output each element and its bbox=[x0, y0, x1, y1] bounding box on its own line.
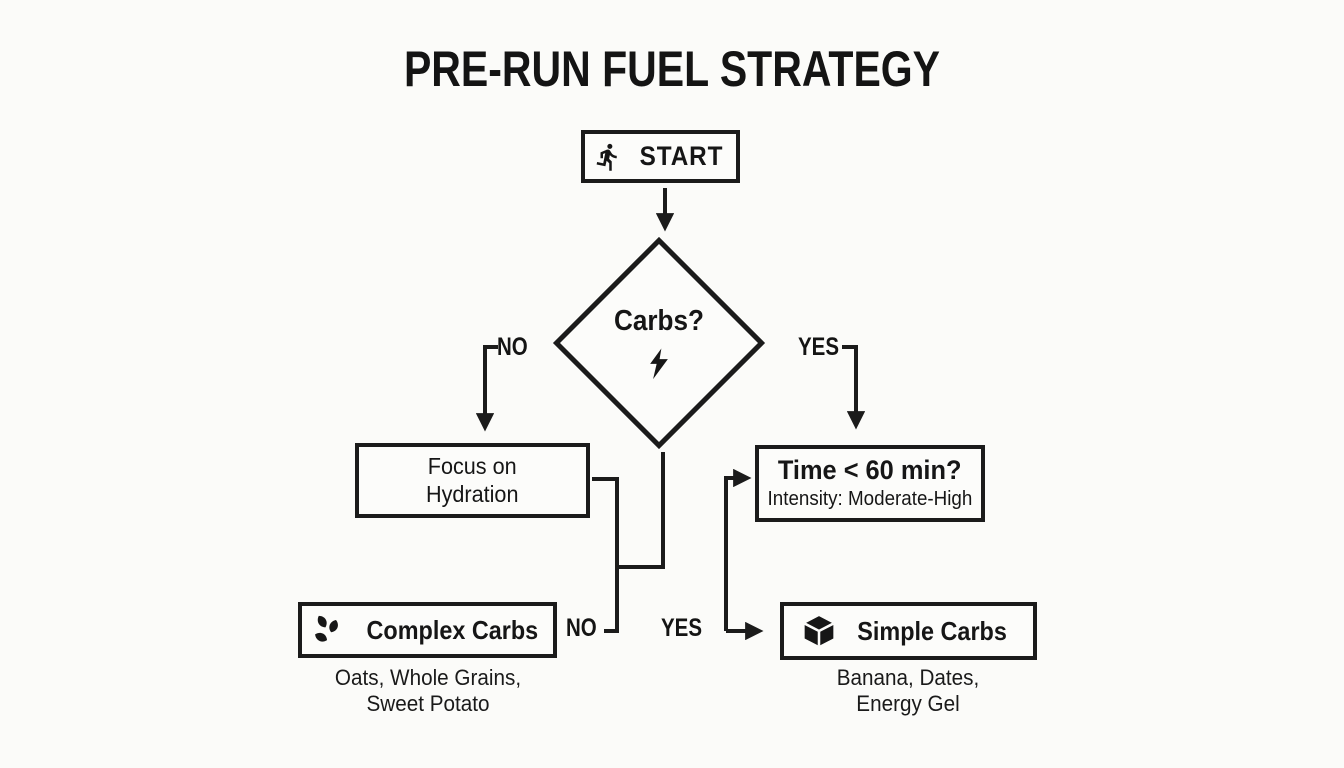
connector-up-to-time bbox=[724, 468, 752, 631]
connector-hydration-to-complex bbox=[592, 477, 619, 633]
hydration-line1: Focus on bbox=[428, 452, 517, 479]
time-node: Time < 60 min? Intensity: Moderate-High bbox=[755, 445, 985, 522]
simple-carbs-node: Simple Carbs bbox=[780, 602, 1037, 660]
hydration-line2: Hydration bbox=[426, 480, 519, 507]
connector-yes-to-time bbox=[842, 345, 866, 430]
decision-question: Carbs? bbox=[614, 304, 704, 337]
start-label: START bbox=[639, 141, 724, 171]
lightning-icon bbox=[650, 347, 668, 379]
branch-label-yes: YES bbox=[798, 333, 840, 361]
page-title: PRE-RUN FUEL STRATEGY bbox=[403, 41, 941, 97]
cube-icon bbox=[803, 616, 834, 646]
complex-caption-line1: Oats, Whole Grains, bbox=[334, 665, 522, 690]
complex-caption-line2: Sweet Potato bbox=[366, 691, 490, 717]
branch-label-no-bottom: NO bbox=[566, 614, 597, 642]
branch-label-no: NO bbox=[497, 333, 528, 361]
time-question: Time < 60 min? bbox=[778, 454, 962, 485]
branch-label-yes-bottom: YES bbox=[661, 614, 703, 642]
simple-carbs-caption: Banana, Dates, Energy Gel bbox=[776, 665, 1039, 718]
connector-decision-bottom bbox=[617, 452, 665, 569]
time-intensity: Intensity: Moderate-High bbox=[767, 488, 973, 511]
hydration-node: Focus on Hydration bbox=[355, 443, 590, 518]
decision-node: Carbs? bbox=[584, 268, 734, 418]
leaf-icon bbox=[314, 615, 338, 642]
runner-icon bbox=[596, 143, 617, 171]
complex-carbs-caption: Oats, Whole Grains, Sweet Potato bbox=[296, 665, 559, 718]
complex-carbs-node: Complex Carbs bbox=[298, 602, 557, 658]
start-node: START bbox=[581, 130, 740, 183]
simple-caption-line1: Banana, Dates, bbox=[836, 665, 980, 690]
simple-carbs-label: Simple Carbs bbox=[857, 615, 1007, 646]
complex-carbs-label: Complex Carbs bbox=[366, 614, 538, 645]
simple-caption-line2: Energy Gel bbox=[856, 691, 960, 717]
